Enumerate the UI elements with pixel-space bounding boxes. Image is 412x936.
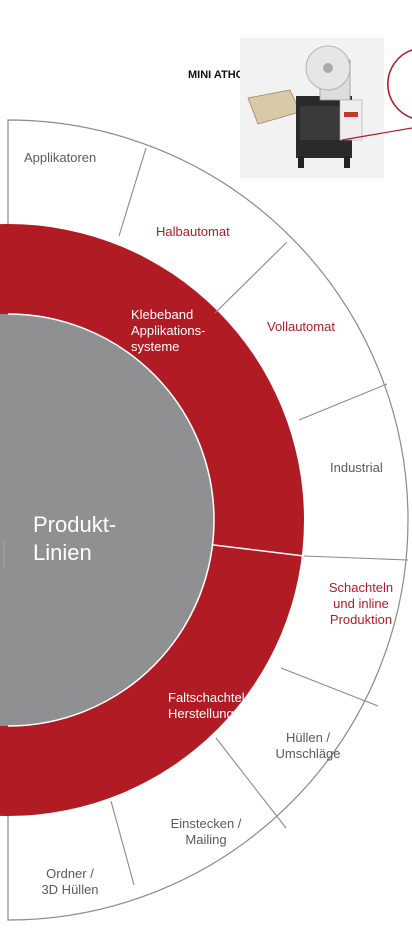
segment-applikatoren: Applikatoren (24, 150, 96, 165)
divider-6 (215, 737, 287, 829)
segment-dividers (110, 147, 409, 886)
machine-illustration (247, 45, 363, 168)
inner-label-bottom-1: Faltschachtel (168, 690, 245, 705)
callout-circle (387, 49, 412, 119)
product-name: MINI ATHOS (188, 69, 252, 81)
divider-7 (110, 800, 135, 886)
divider-5 (280, 667, 379, 707)
divider-2 (214, 241, 288, 314)
center-disc-edge (7, 313, 215, 727)
segment-schachteln-2: und inline (333, 596, 389, 611)
center-label-line1: Produkt- (33, 512, 116, 537)
segment-schachteln-1: Schachteln (329, 580, 393, 595)
segment-huellen-2: Umschläge (275, 746, 340, 761)
segment-schachteln-3: Produktion (330, 612, 392, 627)
segment-einstecken-2: Mailing (185, 832, 226, 847)
segment-ordner-1: Ordner / (46, 866, 94, 881)
divider-4 (303, 555, 409, 561)
inner-label-bottom-2: Herstellung (168, 706, 234, 721)
segment-vollautomat: Vollautomat (267, 319, 335, 334)
segment-ordner-2: 3D Hüllen (41, 882, 98, 897)
segment-industrial: Industrial (330, 460, 383, 475)
product-callout: MINI ATHOS (188, 38, 412, 178)
inner-label-top-3: systeme (131, 339, 179, 354)
divider-1 (118, 147, 147, 237)
segment-einstecken-1: Einstecken / (171, 816, 242, 831)
segment-halbautomat: Halbautomat (156, 224, 230, 239)
inner-label-top-1: Klebeband (131, 307, 193, 322)
callout-line (341, 127, 412, 141)
inner-label-top-2: Applikations- (131, 323, 205, 338)
segment-huellen-1: Hüllen / (286, 730, 330, 745)
center-disc (0, 314, 214, 726)
divider-3 (298, 383, 388, 421)
center-label-line2: Linien (33, 540, 92, 565)
